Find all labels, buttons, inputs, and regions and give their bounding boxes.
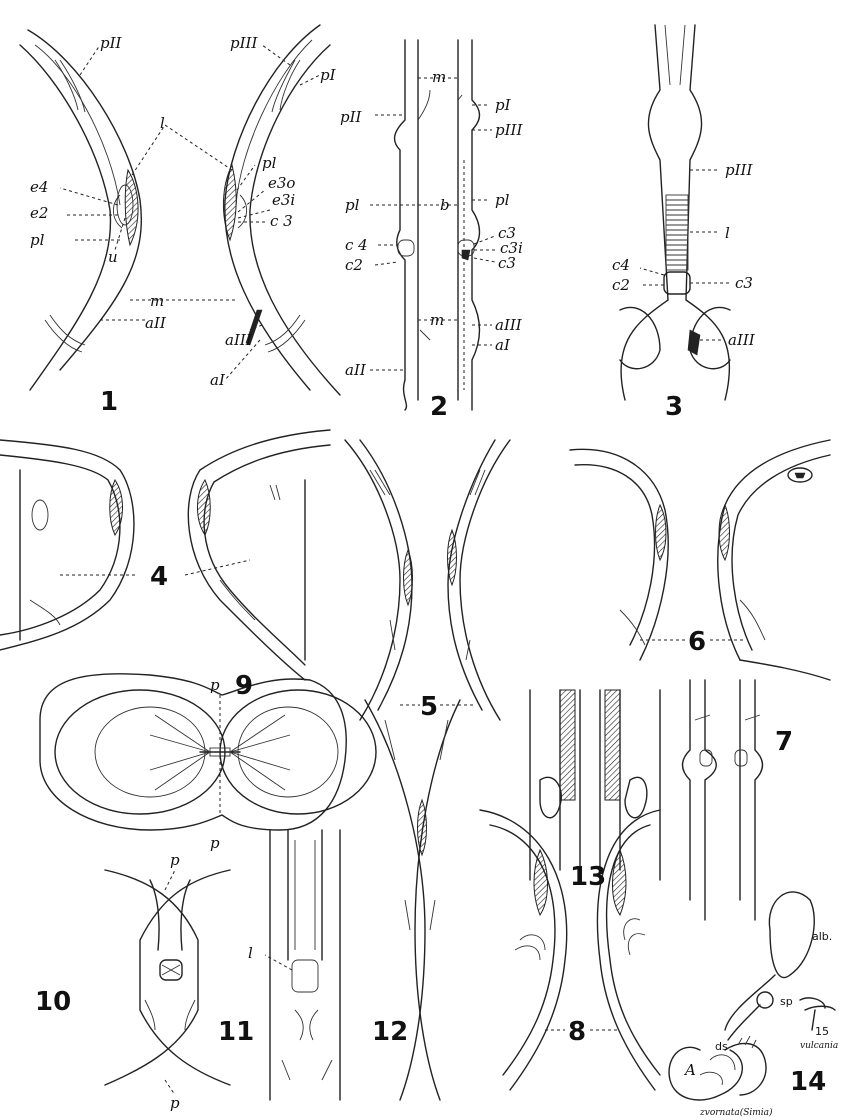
- figure-3: pIII l c4 c2 c3 aIII 3: [612, 25, 756, 422]
- f1-label-c3: c 3: [270, 212, 293, 230]
- figure-number-11: 11: [218, 1017, 254, 1047]
- figure-12: 12: [365, 700, 460, 1100]
- figure-number-12: 12: [372, 1017, 408, 1047]
- figure-8: 8: [480, 810, 660, 1090]
- figure-number-14: 14: [790, 1067, 826, 1097]
- f1-label-pl-l: pl: [30, 231, 45, 249]
- f14-caption: zvornata(Simia): [699, 1107, 773, 1118]
- f10-label-p-bot: p: [170, 1094, 180, 1112]
- f1-label-m: m: [150, 292, 164, 310]
- f2-label-pI: pI: [495, 96, 512, 114]
- f15-caption: vulcania: [800, 1041, 838, 1051]
- f3-label-aIII: aIII: [728, 331, 756, 349]
- f3-label-c4: c4: [612, 256, 630, 274]
- figure-6: 6: [570, 440, 830, 680]
- f14-label-alb: alb.: [812, 930, 832, 943]
- figure-9: p p 9: [40, 671, 376, 852]
- figure-number-9: 9: [235, 671, 253, 701]
- figure-number-6: 6: [688, 627, 706, 657]
- f14-label-a: A: [683, 1061, 696, 1079]
- figure-number-5: 5: [420, 692, 438, 722]
- f10-label-p-top: p: [170, 851, 180, 869]
- f3-label-c3: c3: [735, 274, 753, 292]
- figure-number-1: 1: [100, 387, 118, 417]
- f3-label-pIII: pIII: [725, 161, 753, 179]
- f3-label-c2: c2: [612, 276, 630, 294]
- figure-4: 4: [0, 430, 330, 680]
- f2-label-aI: aI: [495, 336, 511, 354]
- figure-number-3: 3: [665, 392, 683, 422]
- f1-label-e4: e4: [30, 178, 48, 196]
- figure-5: 5: [345, 440, 510, 722]
- figure-7: 7: [683, 680, 794, 920]
- f1-label-pl-r: pl: [262, 154, 277, 172]
- f2-label-pl-l: pl: [345, 196, 360, 214]
- figure-2: m pI pII pIII pl b pl c3 c3i c3 c 4 c2 m…: [340, 40, 523, 422]
- f1-label-aI: aI: [210, 371, 226, 389]
- figure-11: l 11: [218, 830, 340, 1100]
- f1-label-l: l: [160, 114, 165, 132]
- figure-13: 13: [530, 690, 660, 892]
- figure-number-8: 8: [568, 1017, 586, 1047]
- f1-label-pI: pI: [320, 66, 337, 84]
- figure-number-7: 7: [775, 727, 793, 757]
- f2-label-pIII: pIII: [495, 121, 523, 139]
- f2-label-aIII: aIII: [495, 316, 523, 334]
- f9-label-p-bot: p: [210, 834, 220, 852]
- f2-label-c2: c2: [345, 256, 363, 274]
- f3-label-l: l: [725, 224, 730, 242]
- figure-number-2: 2: [430, 392, 448, 422]
- f1-label-e2: e2: [30, 204, 48, 222]
- f1-label-aIII: aIII: [225, 331, 253, 349]
- figure-14: alb. sp ds A zvornata(Simia) 14: [669, 892, 832, 1118]
- figure-10: p p 10: [35, 851, 230, 1112]
- f1-label-u: u: [108, 248, 118, 266]
- f2-label-m-bot: m: [430, 311, 444, 329]
- figure-number-10: 10: [35, 987, 71, 1017]
- f2-label-b: b: [440, 196, 450, 214]
- f2-label-c4: c 4: [345, 236, 368, 254]
- figure-1: pII pIII pI l pl e4 e2 pl u e3o e3i c 3 …: [20, 25, 340, 417]
- f2-label-pII: pII: [340, 108, 363, 126]
- f14-label-sp: sp: [780, 995, 793, 1008]
- f9-label-p-top: p: [210, 676, 220, 694]
- f1-label-aII: aII: [145, 314, 167, 332]
- f3-striations: [666, 200, 688, 265]
- figure-number-13: 13: [570, 862, 606, 892]
- f2-label-m-top: m: [432, 68, 446, 86]
- f11-label-l: l: [248, 944, 253, 962]
- figure-15: 15 vulcania: [800, 1006, 838, 1051]
- figure-number-15: 15: [815, 1025, 829, 1038]
- f2-label-c3-bot: c3: [498, 254, 516, 272]
- f1-label-pII: pII: [100, 34, 123, 52]
- f1-label-e3i: e3i: [272, 191, 295, 209]
- f2-label-pl-r: pl: [495, 191, 510, 209]
- f1-label-e3o: e3o: [268, 174, 295, 192]
- figure-number-4: 4: [150, 562, 168, 592]
- f1-label-pIII: pIII: [230, 34, 258, 52]
- f14-label-ds: ds: [715, 1040, 728, 1053]
- f2-label-aII: aII: [345, 361, 367, 379]
